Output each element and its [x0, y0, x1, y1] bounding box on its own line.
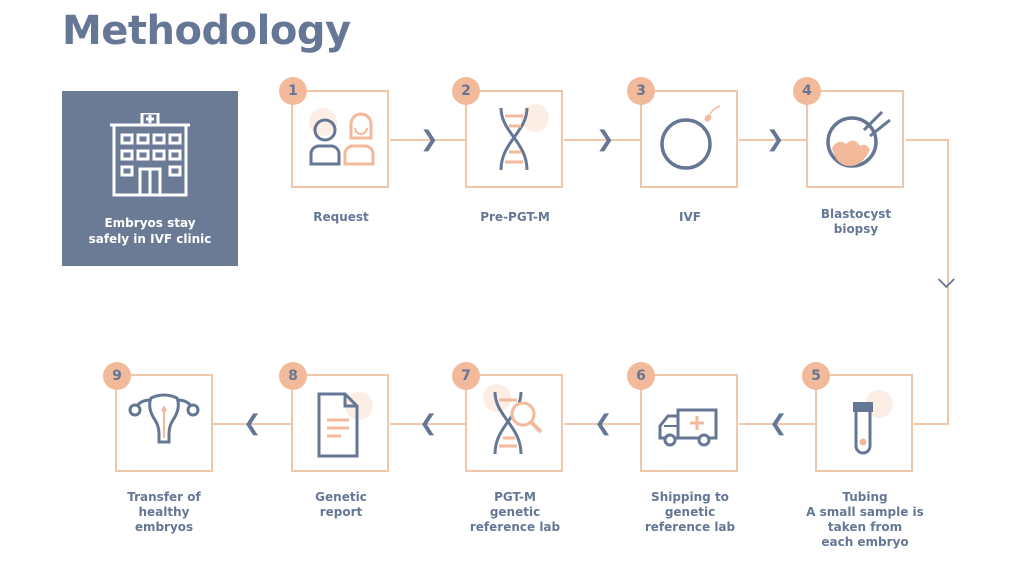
step-8-number: 8 [279, 362, 307, 390]
egg-sperm-icon [660, 105, 721, 170]
step-1-label: Request [313, 210, 369, 224]
step-9-box [115, 374, 213, 472]
test-tube-icon [853, 390, 893, 455]
step-5-number: 5 [802, 362, 830, 390]
step-3-box [640, 90, 738, 188]
chevron-right-icon: ❯ [766, 127, 785, 152]
step-7-label: PGT-M genetic reference lab [469, 490, 561, 534]
chevron-down-icon: ⌵ [938, 268, 955, 293]
chevron-left-icon: ❮ [594, 411, 613, 436]
step-2-box [465, 90, 563, 188]
document-icon [317, 392, 373, 458]
step-2-label: Pre-PGT-M [480, 210, 550, 224]
step-4-number: 4 [793, 77, 821, 105]
step-7-box [465, 374, 563, 472]
step-1-box [291, 90, 389, 188]
step-1-number: 1 [279, 77, 307, 105]
chevron-left-icon: ❮ [243, 411, 262, 436]
step-8-label: Genetic report [315, 490, 367, 519]
step-3-number: 3 [627, 77, 655, 105]
chevron-right-icon: ❯ [596, 127, 615, 152]
step-9-label: Transfer of healthy embryos [127, 490, 201, 534]
clinic-panel: Embryos stay safely in IVF clinic [62, 91, 238, 266]
step-8-box [291, 374, 389, 472]
chevron-left-icon: ❮ [419, 411, 438, 436]
ambulance-icon [658, 408, 718, 447]
chevron-right-icon: ❯ [420, 127, 439, 152]
step-5-label: Tubing A small sample is taken from each… [806, 490, 924, 549]
step-6-label: Shipping to genetic reference lab [644, 490, 736, 534]
step-5-box [815, 374, 913, 472]
page-title: Methodology [62, 8, 351, 54]
dna-icon [499, 104, 549, 171]
step-4-box [806, 90, 904, 188]
clinic-label: Embryos stay safely in IVF clinic [88, 216, 212, 246]
uterus-icon [128, 393, 200, 444]
step-6-number: 6 [627, 362, 655, 390]
chevron-left-icon: ❮ [769, 411, 788, 436]
step-4-label: Blastocyst biopsy [820, 207, 892, 236]
biopsy-icon [826, 110, 891, 168]
step-7-number: 7 [452, 362, 480, 390]
hospital-icon [110, 113, 190, 197]
dna-magnifier-icon [483, 384, 543, 455]
step-3-label: IVF [679, 210, 701, 224]
people-icon [309, 108, 375, 166]
step-2-number: 2 [452, 77, 480, 105]
step-9-number: 9 [103, 362, 131, 390]
step-6-box [640, 374, 738, 472]
